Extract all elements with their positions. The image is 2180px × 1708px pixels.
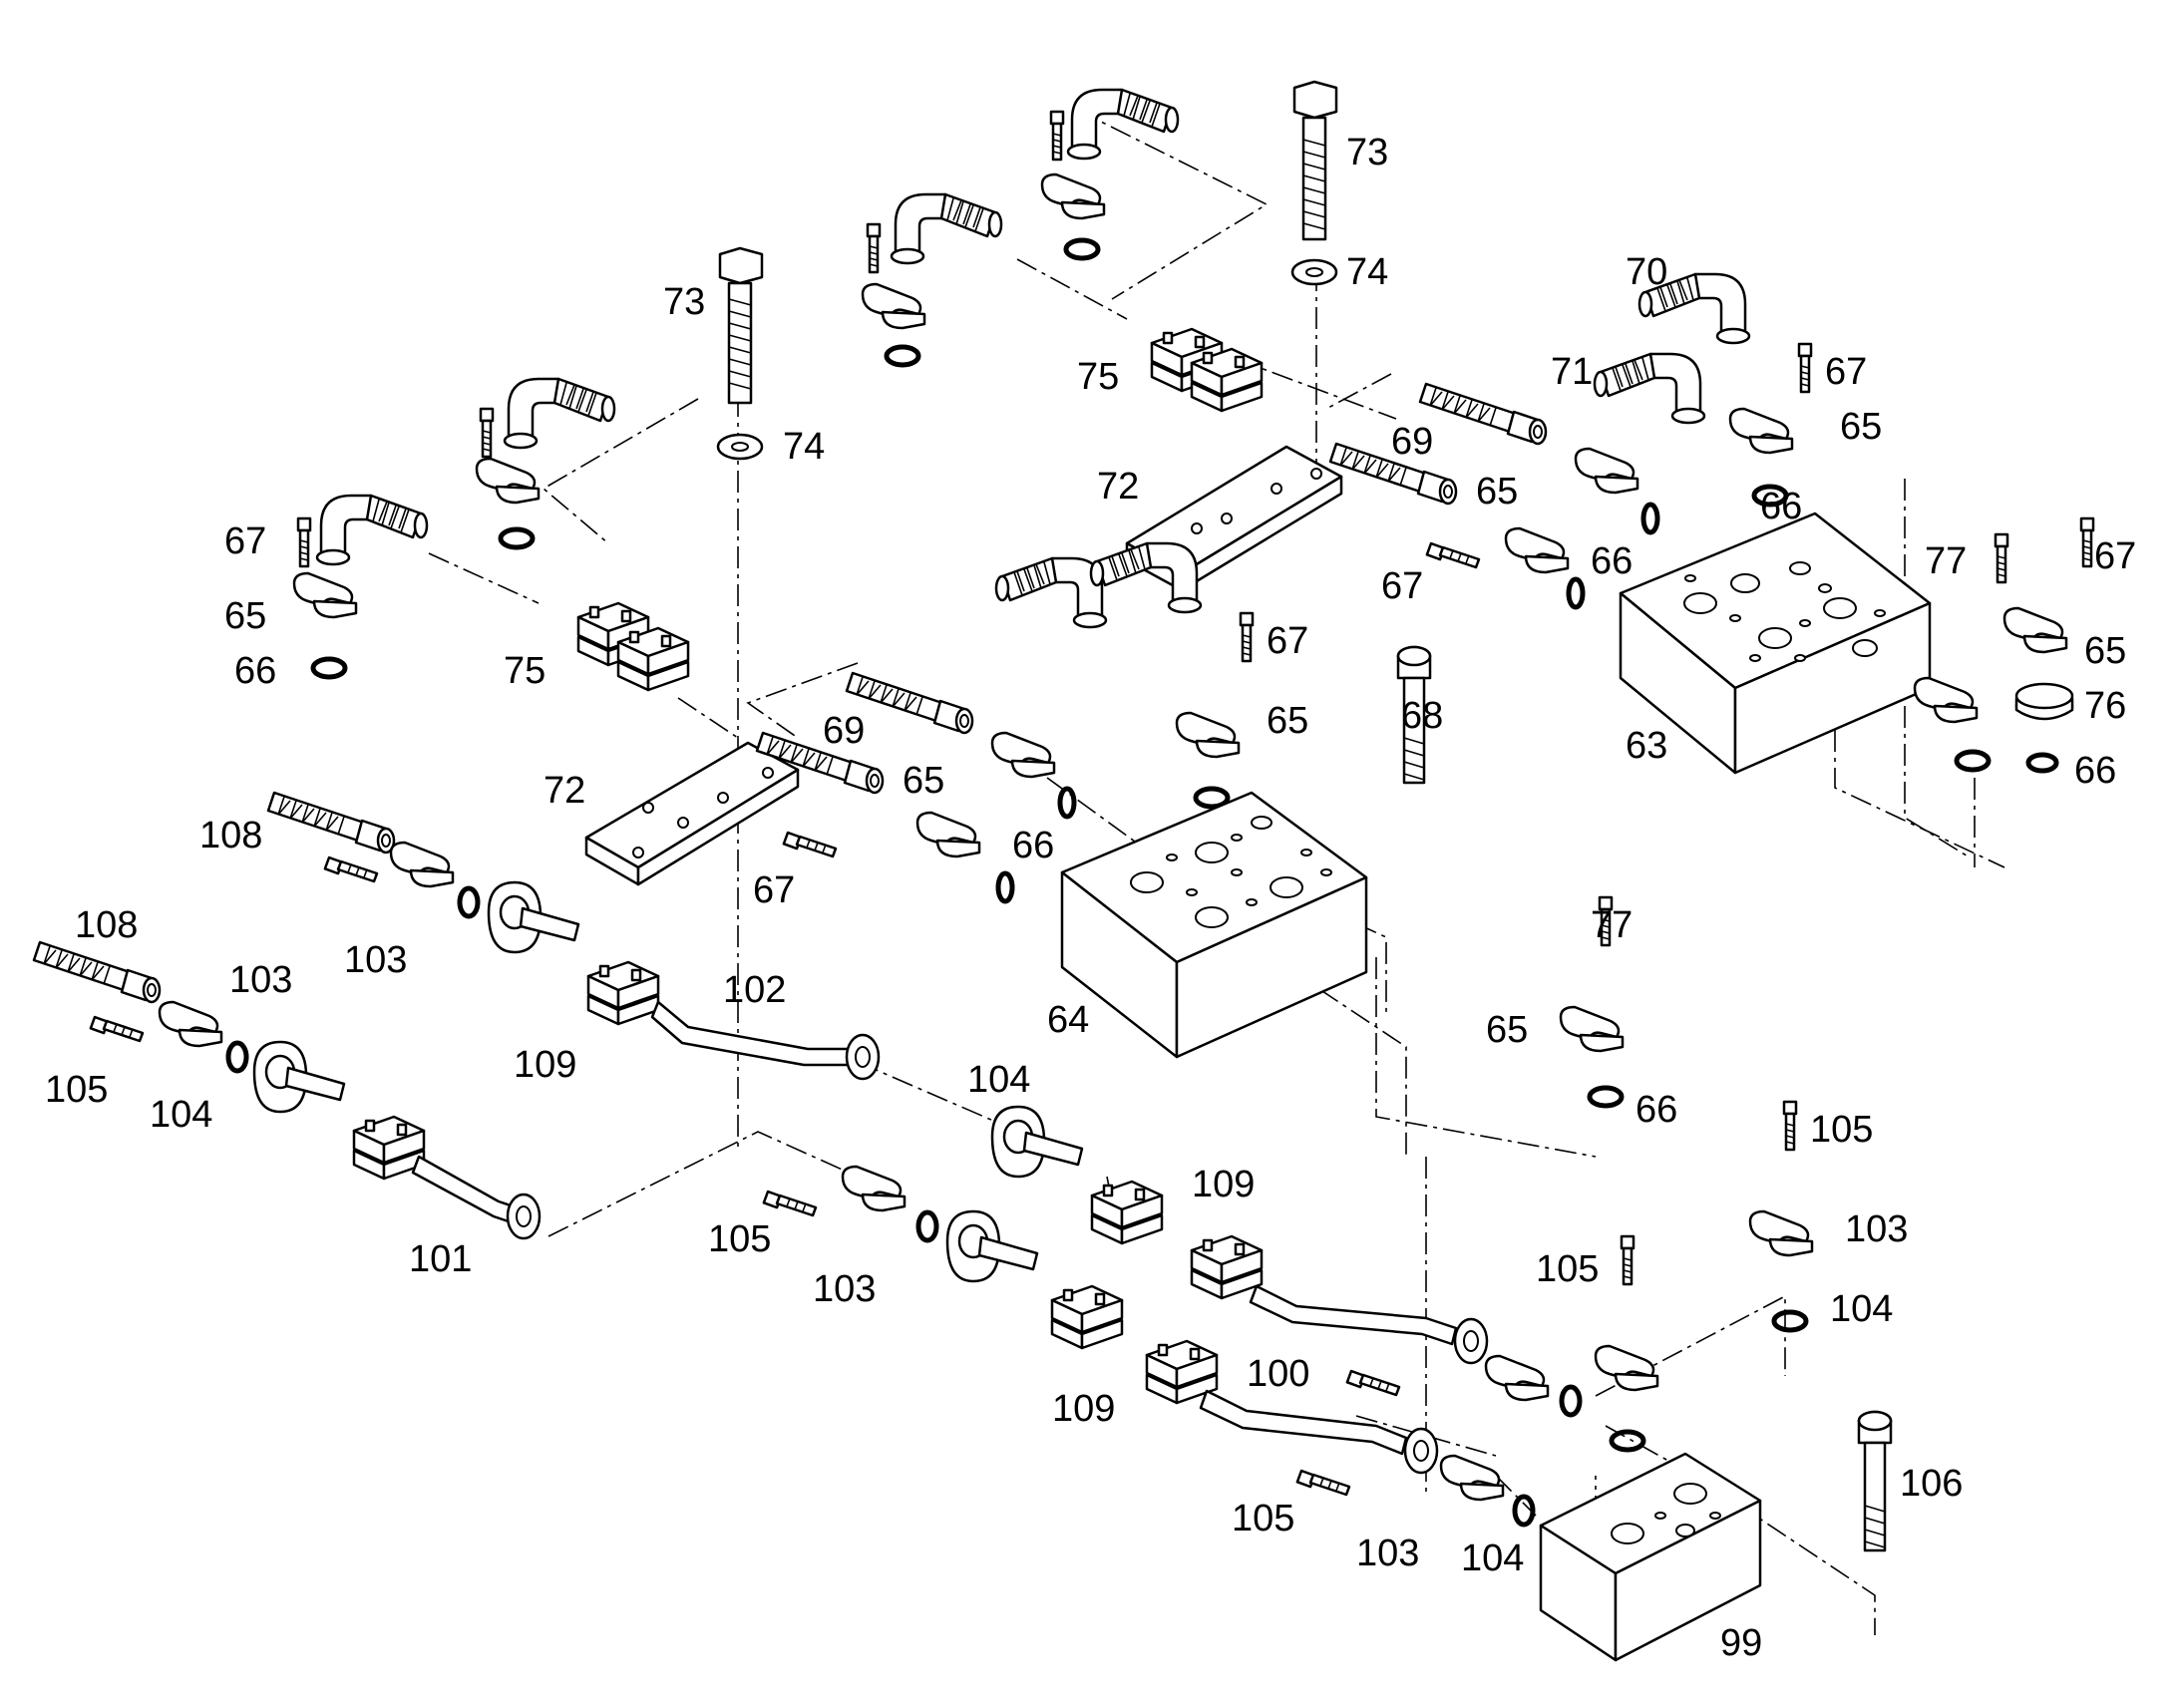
- callout-108: 108: [199, 815, 262, 856]
- callout-66: 66: [234, 650, 276, 692]
- callout-77: 77: [1591, 904, 1633, 946]
- long-bolt-73: [1292, 80, 1338, 241]
- callout-109: 109: [1052, 1388, 1115, 1430]
- callout-71: 71: [1551, 351, 1593, 393]
- callout-65: 65: [1476, 471, 1518, 512]
- callout-74: 74: [783, 426, 825, 468]
- callout-76: 76: [2084, 685, 2126, 727]
- long-bolt-106: [1857, 1410, 1893, 1552]
- callout-65: 65: [1267, 700, 1308, 742]
- callout-66: 66: [1591, 540, 1633, 582]
- elbow-hose-fitting: [1066, 88, 1180, 161]
- callout-labels: 73 74 73 74 70 71 67 65 75 69 65 66 72 6…: [45, 132, 2136, 1664]
- callout-104: 104: [1461, 1537, 1524, 1579]
- callout-74: 74: [1346, 251, 1388, 293]
- callout-68: 68: [1401, 695, 1443, 737]
- callout-69: 69: [1391, 421, 1433, 463]
- plate-72-lower: [584, 741, 800, 886]
- callout-75: 75: [1077, 356, 1119, 398]
- hose-assembly-top: [861, 80, 1338, 413]
- callout-67: 67: [224, 520, 266, 562]
- callout-67: 67: [1381, 565, 1423, 607]
- callout-75: 75: [504, 650, 545, 692]
- callout-65: 65: [903, 760, 944, 802]
- plug-76: [2014, 682, 2074, 721]
- callout-67: 67: [1267, 620, 1308, 662]
- callout-102: 102: [723, 969, 786, 1011]
- valve-block-99: [1539, 1452, 1762, 1662]
- callout-73: 73: [663, 281, 705, 323]
- callout-70: 70: [1626, 251, 1667, 293]
- callout-72: 72: [1097, 466, 1139, 508]
- callout-105: 105: [1536, 1248, 1599, 1290]
- callout-103: 103: [229, 959, 292, 1001]
- callout-65: 65: [2084, 630, 2126, 672]
- callout-105: 105: [1232, 1498, 1294, 1539]
- callout-103: 103: [1356, 1533, 1419, 1574]
- callout-77: 77: [1925, 540, 1967, 582]
- plate-72-upper: [1125, 445, 1343, 592]
- callout-103: 103: [344, 939, 407, 981]
- callout-109: 109: [1192, 1164, 1255, 1205]
- callout-99: 99: [1720, 1622, 1762, 1664]
- valve-block-64: [1060, 791, 1368, 1059]
- callout-103: 103: [813, 1268, 876, 1310]
- callout-106: 106: [1900, 1463, 1963, 1505]
- callout-73: 73: [1346, 132, 1388, 173]
- callout-100: 100: [1247, 1353, 1309, 1395]
- callout-105: 105: [45, 1069, 108, 1111]
- callout-65: 65: [224, 595, 266, 637]
- callout-101: 101: [409, 1238, 472, 1280]
- pipe-102: [650, 1000, 881, 1081]
- valve-block-63: [1619, 512, 1932, 775]
- callout-104: 104: [150, 1094, 212, 1136]
- callout-66: 66: [2074, 750, 2116, 792]
- callout-109: 109: [514, 1044, 576, 1086]
- callout-67: 67: [1825, 351, 1867, 393]
- long-bolt-73-left: [718, 246, 764, 405]
- callout-66: 66: [1012, 825, 1054, 866]
- callout-105: 105: [708, 1218, 771, 1260]
- callout-104: 104: [1830, 1288, 1893, 1330]
- callout-65: 65: [1840, 406, 1882, 448]
- callout-67: 67: [2094, 535, 2136, 577]
- callout-63: 63: [1626, 725, 1667, 767]
- callout-108: 108: [75, 904, 138, 946]
- callout-64: 64: [1047, 999, 1089, 1041]
- callout-65: 65: [1486, 1009, 1528, 1051]
- callout-104: 104: [967, 1059, 1030, 1101]
- callout-105: 105: [1810, 1109, 1873, 1151]
- callout-66: 66: [1760, 486, 1802, 527]
- callout-67: 67: [753, 869, 795, 911]
- callout-69: 69: [823, 710, 865, 752]
- callout-103: 103: [1845, 1208, 1908, 1250]
- callout-66: 66: [1635, 1089, 1677, 1131]
- pipe-100: [1199, 1284, 1489, 1475]
- callout-72: 72: [544, 770, 585, 812]
- long-bolt-68: [1396, 645, 1432, 785]
- pipe-101: [411, 1155, 542, 1240]
